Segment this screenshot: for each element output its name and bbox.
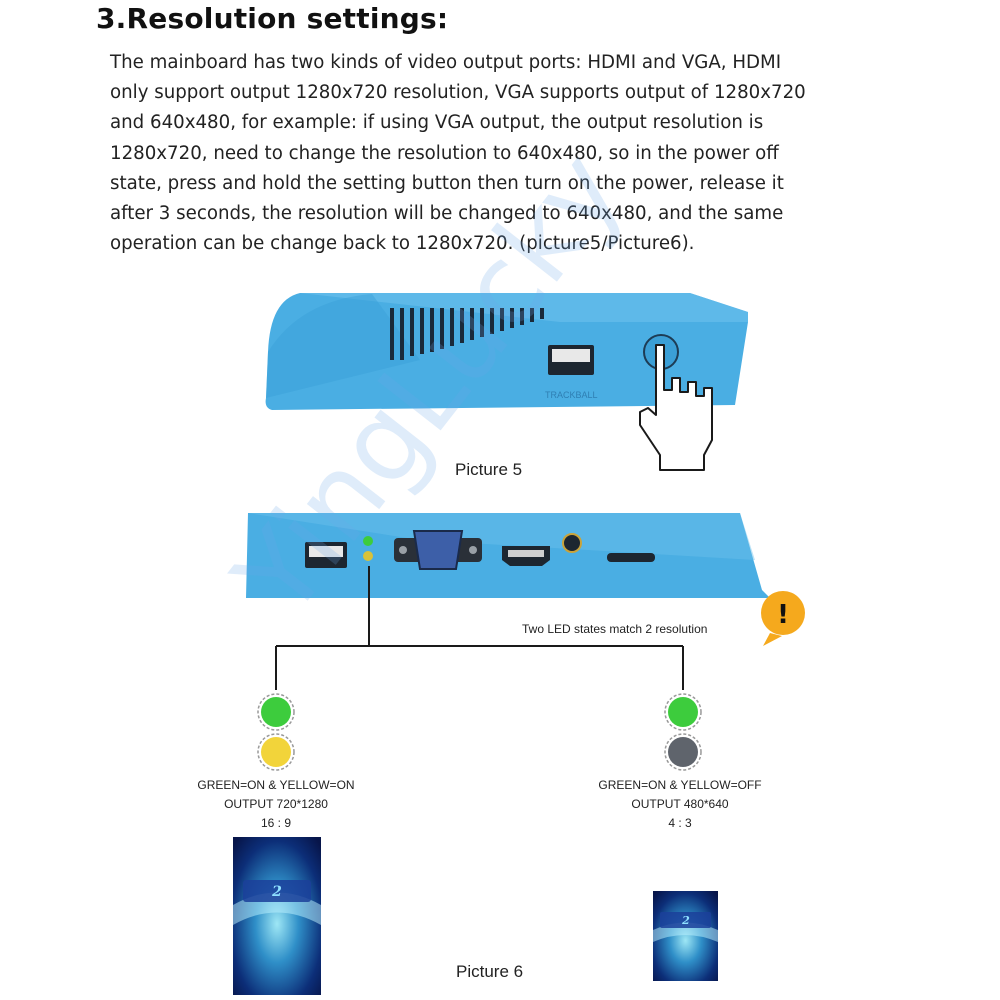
paragraph-line: and 640x480, for example: if using VGA o… <box>110 112 764 134</box>
portrait-screen-preview: 2 <box>233 837 321 995</box>
right-state-line: GREEN=ON & YELLOW=OFF <box>598 778 762 792</box>
right-state-description: GREEN=ON & YELLOW=OFF OUTPUT 480*640 4 :… <box>580 776 780 833</box>
svg-text:2: 2 <box>681 914 690 927</box>
sd-slot-icon <box>607 553 655 562</box>
led-note: Two LED states match 2 resolution <box>522 622 708 636</box>
led-yellow-off-icon <box>668 737 698 767</box>
led-yellow-icon <box>363 551 373 561</box>
led-green-icon <box>363 536 373 546</box>
right-led-pair <box>664 693 702 771</box>
warning-badge-icon: ! <box>761 591 805 646</box>
section-heading: 3.Resolution settings: <box>96 2 449 35</box>
trackball-label: TRACKBALL <box>545 390 598 400</box>
vga-port-icon <box>394 530 482 570</box>
picture6-caption: Picture 6 <box>456 962 524 981</box>
usb-port-icon <box>548 345 594 375</box>
usb-port-icon <box>305 542 347 568</box>
right-state-line: OUTPUT 480*640 <box>631 797 729 811</box>
hdmi-port-icon <box>502 546 550 566</box>
connector-lines <box>275 566 684 690</box>
warning-glyph: ! <box>777 600 789 630</box>
left-led-pair <box>257 693 295 771</box>
led-green-on-icon <box>668 697 698 727</box>
device-front-view <box>246 513 770 598</box>
picture5-caption: Picture 5 <box>455 460 523 479</box>
led-green-on-icon <box>261 697 291 727</box>
left-state-line: GREEN=ON & YELLOW=ON <box>197 778 355 792</box>
instructions-paragraph: The mainboard has two kinds of video out… <box>110 48 910 259</box>
paragraph-line: after 3 seconds, the resolution will be … <box>110 203 784 225</box>
left-state-line: 16 : 9 <box>260 816 292 830</box>
device-side-view: TRACKBALL <box>265 293 748 471</box>
paragraph-line: operation can be change back to 1280x720… <box>110 233 695 255</box>
svg-text:2: 2 <box>271 884 282 900</box>
hand-pointer-icon <box>639 344 713 471</box>
right-state-line: 4 : 3 <box>668 816 692 830</box>
left-state-description: GREEN=ON & YELLOW=ON OUTPUT 720*1280 16 … <box>176 776 376 833</box>
audio-jack-icon <box>562 533 582 553</box>
led-yellow-on-icon <box>261 737 291 767</box>
small-screen-preview: 2 <box>653 891 718 981</box>
vent-slots <box>390 308 544 360</box>
paragraph-line: state, press and hold the setting button… <box>110 172 784 194</box>
paragraph-line: 1280x720, need to change the resolution … <box>110 142 779 164</box>
left-state-line: OUTPUT 720*1280 <box>224 797 328 811</box>
paragraph-line: The mainboard has two kinds of video out… <box>110 52 782 73</box>
paragraph-line: only support output 1280x720 resolution,… <box>110 82 806 104</box>
